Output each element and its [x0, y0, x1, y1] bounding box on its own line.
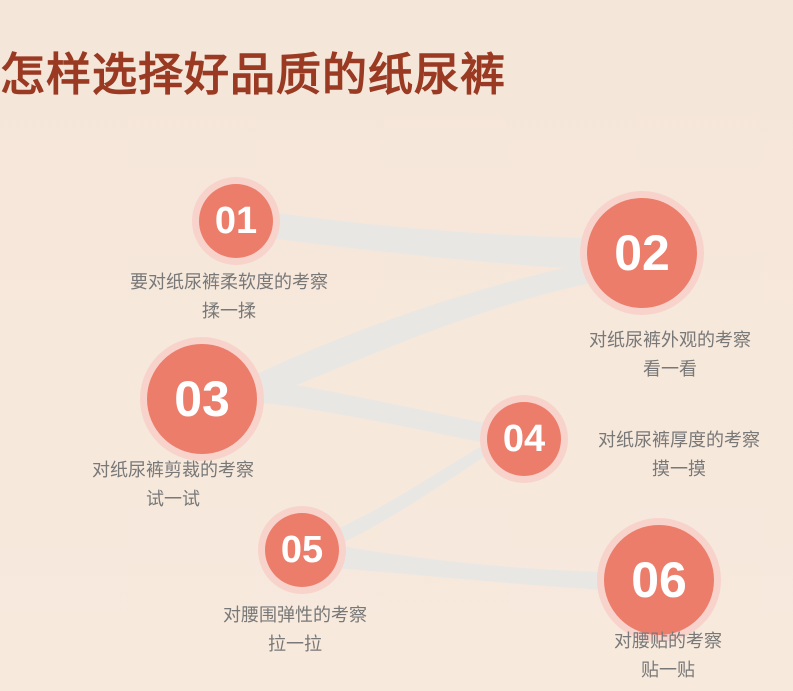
step-number: 05	[265, 513, 339, 587]
link-01-02	[270, 212, 590, 270]
step-number: 02	[587, 198, 697, 308]
step-06-caption: 对腰贴的考察贴一贴	[614, 627, 722, 685]
caption-line1: 对纸尿裤剪裁的考察	[92, 460, 254, 481]
caption-line2: 拉一拉	[268, 634, 322, 655]
step-number: 06	[604, 525, 714, 635]
caption-line1: 对腰围弹性的考察	[223, 605, 367, 626]
step-01-caption: 要对纸尿裤柔软度的考察揉一揉	[130, 268, 328, 326]
link-02-03	[255, 262, 596, 400]
step-01-circle: 01	[192, 177, 280, 265]
step-03-caption: 对纸尿裤剪裁的考察试一试	[92, 456, 254, 514]
step-05-caption: 对腰围弹性的考察拉一拉	[223, 601, 367, 659]
step-number: 03	[147, 344, 257, 454]
caption-line1: 要对纸尿裤柔软度的考察	[130, 272, 328, 293]
page-title: 怎样选择好品质的纸尿裤	[0, 48, 507, 101]
caption-line1: 对纸尿裤外观的考察	[589, 330, 751, 351]
caption-line1: 对纸尿裤厚度的考察	[598, 430, 760, 451]
step-03-circle: 03	[140, 337, 264, 461]
step-02-circle: 02	[580, 191, 704, 315]
link-04-05	[335, 440, 495, 545]
caption-line2: 试一试	[146, 489, 200, 510]
caption-line2: 看一看	[643, 359, 697, 380]
step-04-circle: 04	[480, 395, 568, 483]
step-04-caption: 对纸尿裤厚度的考察摸一摸	[598, 426, 760, 484]
link-03-04	[255, 378, 495, 445]
caption-line1: 对腰贴的考察	[614, 631, 722, 652]
step-number: 01	[199, 184, 273, 258]
step-number: 04	[487, 402, 561, 476]
caption-line2: 摸一摸	[652, 459, 706, 480]
step-02-caption: 对纸尿裤外观的考察看一看	[589, 326, 751, 384]
step-06-circle: 06	[597, 518, 721, 642]
caption-line2: 贴一贴	[641, 660, 695, 681]
step-05-circle: 05	[258, 506, 346, 594]
link-05-06	[335, 545, 605, 590]
caption-line2: 揉一揉	[202, 301, 256, 322]
